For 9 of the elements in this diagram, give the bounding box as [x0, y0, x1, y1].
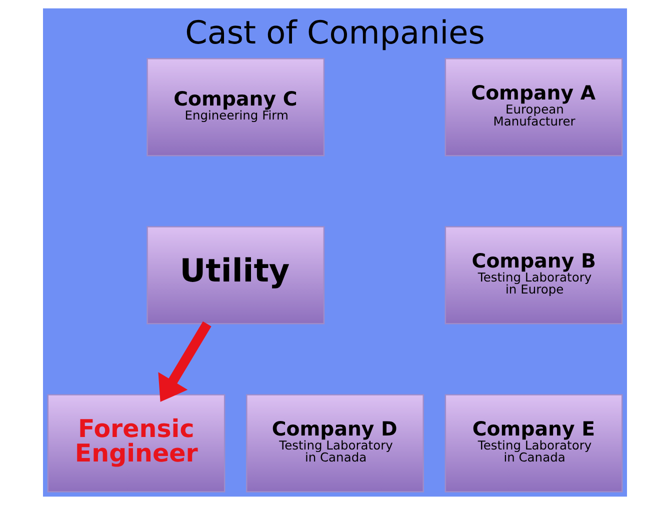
node-box: Forensic Engineer [47, 394, 226, 492]
node-box: Company D Testing Laboratory in Canada [246, 394, 424, 492]
node-box: Company E Testing Laboratory in Canada [444, 394, 623, 492]
diagram-title: Cast of Companies [185, 14, 485, 52]
node-box: Company A European Manufacturer [444, 58, 623, 156]
node-box: Company B Testing Laboratory in Europe [444, 226, 623, 324]
arrow [158, 321, 212, 402]
node-box: Company C Engineering Firm [146, 58, 325, 156]
node-box: Utility [146, 226, 325, 324]
